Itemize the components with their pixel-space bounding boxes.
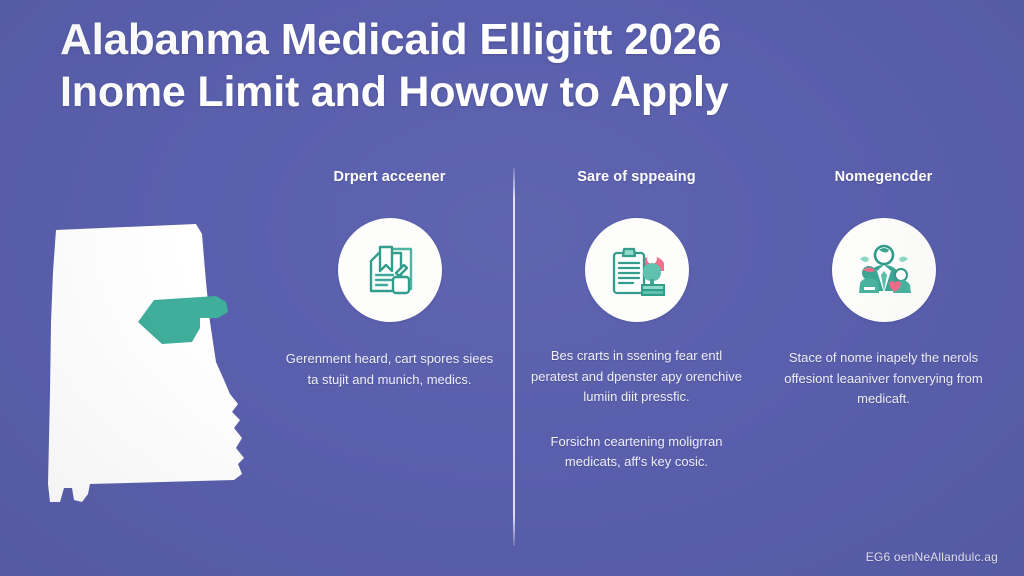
state-outline-shape [48, 224, 244, 502]
footer-credit: EG6 oenNeAllandulc.ag [865, 550, 998, 564]
column-paragraph-secondary: Forsichn ceartening moligrran medicats, … [550, 433, 723, 470]
feature-column-application: Sare of sppeaing [513, 168, 760, 473]
feature-columns: Drpert acceener [266, 168, 1008, 558]
column-divider [513, 168, 515, 546]
column-paragraph: Gerenment heard, cart spores siees ta st… [285, 351, 494, 387]
column-title: Sare of sppeaing [577, 169, 696, 185]
feature-column-eligibility: Drpert acceener [266, 168, 513, 390]
document-application-icon [337, 218, 442, 322]
clipboard-checklist-icon [584, 218, 689, 322]
column-paragraph: Bes crarts in ssening fear entl peratest… [530, 348, 743, 404]
column-title: Drpert acceener [333, 169, 446, 185]
feature-column-coverage: Nomegencder [760, 168, 1007, 410]
page-title-line-2: Inome Limit and Howow to Apply [60, 68, 729, 116]
column-paragraph: Stace of nome inapely the nerols offesio… [784, 350, 983, 406]
family-group-icon [831, 218, 936, 322]
page-title-line-1: Alabanma Medicaid Elligitt 2026 [60, 15, 722, 64]
page-title: Alabanma Medicaid Elligitt 2026 Inome Li… [60, 14, 970, 118]
alabama-state-map [34, 212, 274, 522]
column-title: Nomegencder [834, 169, 933, 185]
highlighted-region-shape [138, 296, 228, 344]
